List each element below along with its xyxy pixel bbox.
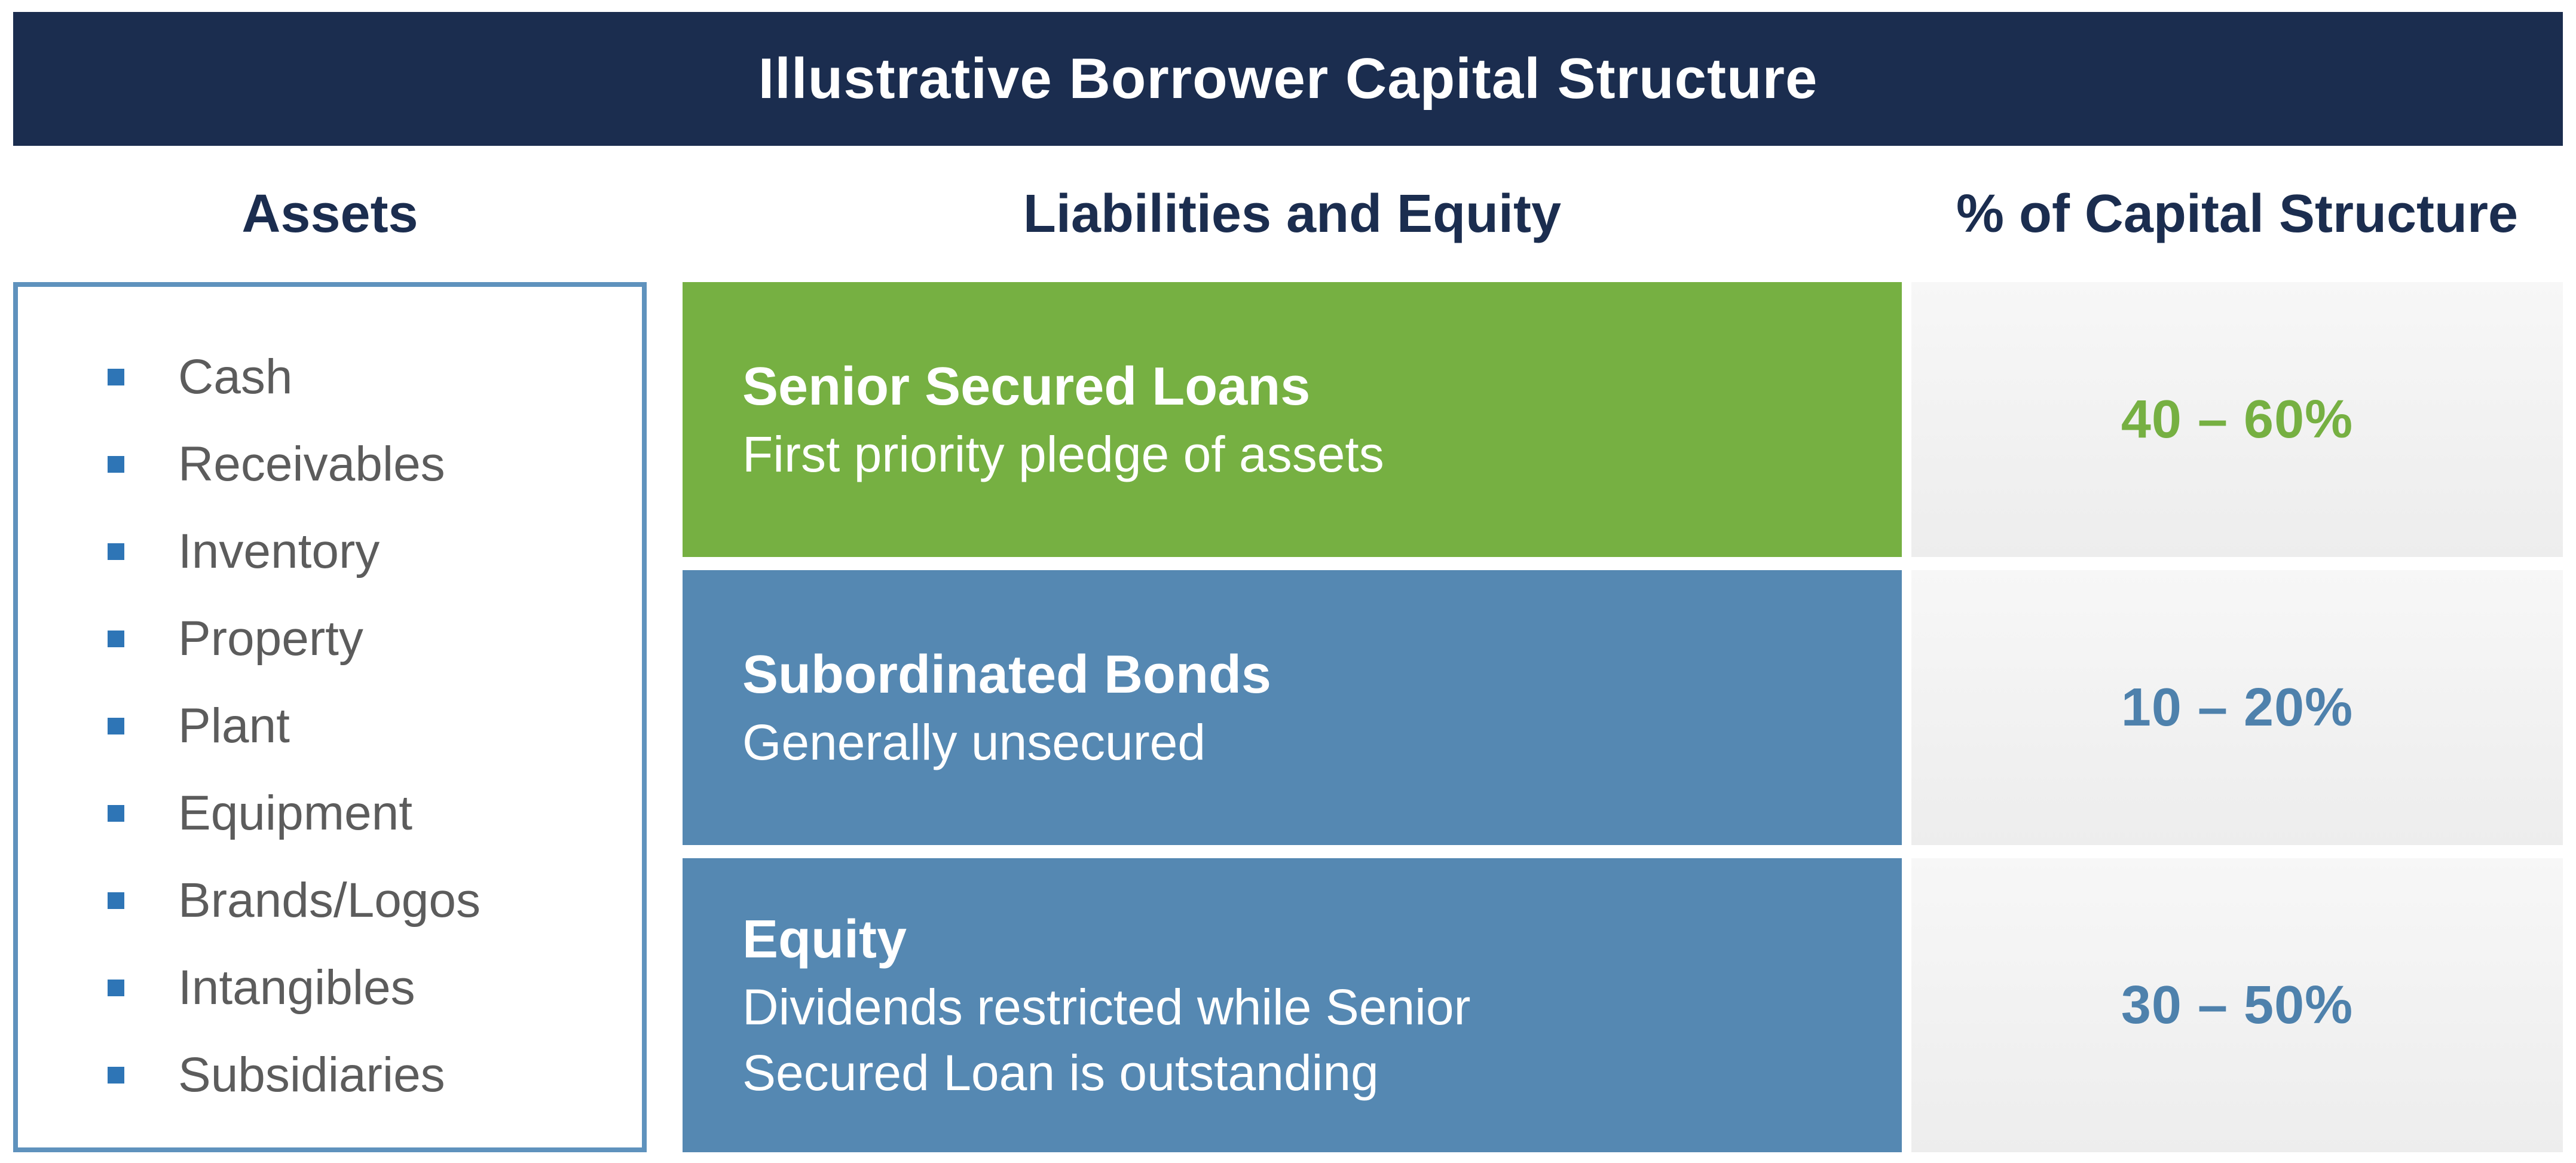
- square-bullet-icon: [108, 1067, 124, 1084]
- percent-capital-column-header: % of Capital Structure: [1956, 183, 2519, 244]
- asset-item-label: Intangibles: [178, 960, 415, 1015]
- title-bar: Illustrative Borrower Capital Structure: [13, 12, 2563, 146]
- column-headers-row: Assets Liabilities and Equity % of Capit…: [13, 146, 2563, 282]
- square-bullet-icon: [108, 892, 124, 909]
- list-item: Inventory: [108, 508, 624, 595]
- bar-title: Senior Secured Loans: [742, 356, 1311, 417]
- list-item: Equipment: [108, 770, 624, 857]
- square-bullet-icon: [108, 980, 124, 996]
- bar-subtitle: Generally unsecured: [742, 714, 1206, 770]
- list-item: Brands/Logos: [108, 857, 624, 944]
- assets-box: Cash Receivables Inventory Property Plan…: [13, 282, 647, 1152]
- bar-title: Subordinated Bonds: [742, 644, 1271, 705]
- asset-item-label: Property: [178, 611, 363, 666]
- bar-subtitle: Dividends restricted while Senior Secure…: [742, 979, 1471, 1101]
- square-bullet-icon: [108, 631, 124, 647]
- percent-cell-equity: 30 – 50%: [1911, 858, 2563, 1152]
- square-bullet-icon: [108, 543, 124, 560]
- equity-bar: Equity Dividends restricted while Senior…: [683, 858, 1902, 1152]
- page-title: Illustrative Borrower Capital Structure: [758, 47, 1818, 111]
- asset-item-label: Inventory: [178, 524, 380, 579]
- bar-subtitle: First priority pledge of assets: [742, 426, 1384, 482]
- square-bullet-icon: [108, 805, 124, 822]
- list-item: Receivables: [108, 421, 624, 508]
- list-item: Cash: [108, 333, 624, 421]
- subordinated-bonds-bar: Subordinated Bonds Generally unsecured: [683, 570, 1902, 845]
- asset-item-label: Plant: [178, 699, 290, 753]
- asset-item-label: Subsidiaries: [178, 1048, 445, 1102]
- square-bullet-icon: [108, 456, 124, 473]
- asset-item-label: Receivables: [178, 437, 445, 491]
- senior-secured-loans-bar: Senior Secured Loans First priority pled…: [683, 282, 1902, 557]
- percent-cell-senior: 40 – 60%: [1911, 282, 2563, 557]
- content-grid: Cash Receivables Inventory Property Plan…: [13, 282, 2563, 1152]
- percent-cell-subordinated: 10 – 20%: [1911, 570, 2563, 845]
- square-bullet-icon: [108, 718, 124, 734]
- list-item: Subsidiaries: [108, 1032, 624, 1119]
- square-bullet-icon: [108, 369, 124, 385]
- bar-title: Equity: [742, 910, 907, 970]
- list-item: Property: [108, 595, 624, 683]
- list-item: Plant: [108, 683, 624, 770]
- asset-item-label: Brands/Logos: [178, 873, 481, 928]
- assets-column-header: Assets: [241, 183, 418, 244]
- asset-item-label: Equipment: [178, 786, 413, 840]
- assets-list: Cash Receivables Inventory Property Plan…: [18, 287, 642, 1119]
- liabilities-equity-column-header: Liabilities and Equity: [1023, 183, 1562, 244]
- list-item: Intangibles: [108, 944, 624, 1032]
- asset-item-label: Cash: [178, 350, 293, 404]
